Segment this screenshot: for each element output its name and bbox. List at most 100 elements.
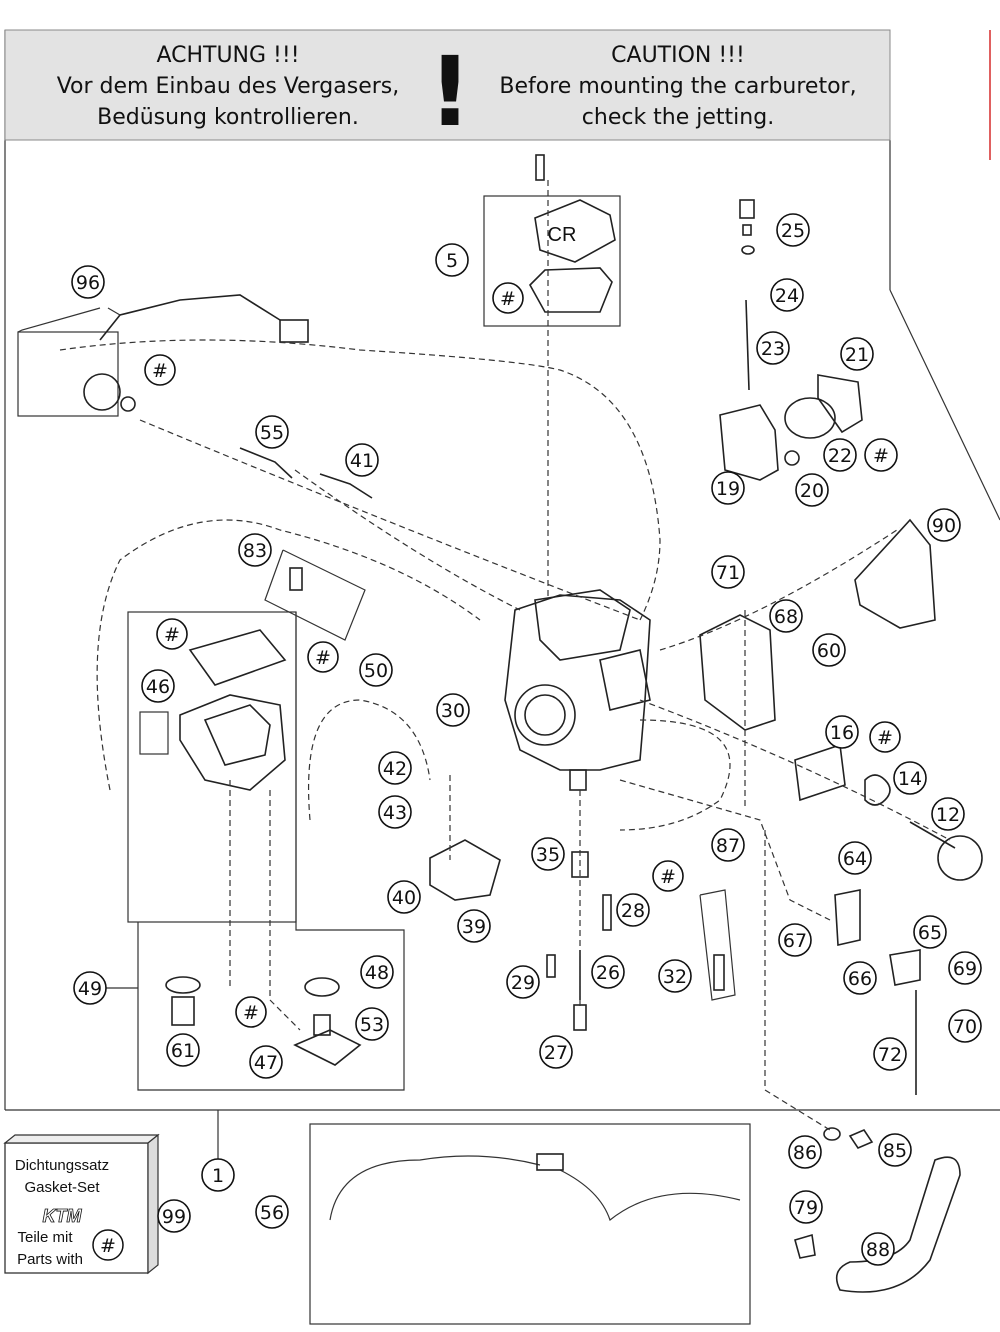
callout-circle xyxy=(864,438,898,472)
callout-label: 39 xyxy=(462,916,486,938)
callout-circle xyxy=(823,438,857,472)
hash-badge: # xyxy=(235,996,267,1028)
gasket-box-line1: Dichtungssatz xyxy=(15,1157,109,1174)
callout-circle xyxy=(843,961,877,995)
callout-circle xyxy=(249,1045,283,1079)
callout-69: 69 xyxy=(948,951,982,985)
callout-label: 35 xyxy=(536,844,560,866)
cover-gasket-shape xyxy=(529,267,613,313)
callout-39: 39 xyxy=(457,909,491,943)
callout-83: 83 xyxy=(238,533,272,567)
callout-66: 66 xyxy=(843,961,877,995)
callout-label: 19 xyxy=(716,478,740,500)
throttle-shaft-12 xyxy=(909,821,956,849)
callout-circle xyxy=(778,923,812,957)
linkage-axis xyxy=(619,779,831,921)
screw-46-box xyxy=(139,711,169,755)
carb-bowl-mount xyxy=(569,769,587,791)
callout-label: 49 xyxy=(78,978,102,1000)
lower-hose-clip xyxy=(536,1153,564,1171)
callout-29: 29 xyxy=(506,965,540,999)
callout-label: 28 xyxy=(621,900,645,922)
gasket-box-hash-badge xyxy=(92,1229,124,1261)
bowl-gasket-shape xyxy=(188,629,287,686)
callout-label: 64 xyxy=(843,848,867,870)
hash-badge: # xyxy=(307,641,339,673)
sensor-cable-96 xyxy=(99,294,281,341)
hose-main xyxy=(59,339,661,621)
bolt-85 xyxy=(848,1129,874,1149)
callout-circle xyxy=(166,1033,200,1067)
callout-86: 86 xyxy=(788,1135,822,1169)
diaphragm-22 xyxy=(784,397,836,439)
rod-23 xyxy=(745,299,750,391)
callout-circle xyxy=(378,751,412,785)
callout-circle xyxy=(345,443,379,477)
callout-42: 42 xyxy=(378,751,412,785)
callout-96: 96 xyxy=(71,265,105,299)
jet-28 xyxy=(602,894,612,931)
callout-label: 12 xyxy=(936,804,960,826)
float-bowl-box xyxy=(127,611,297,923)
gasket-box-hash: # xyxy=(100,1235,116,1257)
callout-40: 40 xyxy=(387,880,421,914)
callout-circle xyxy=(770,278,804,312)
callout-circle xyxy=(436,693,470,727)
callout-27: 27 xyxy=(539,1035,573,1069)
sensor-connector-96 xyxy=(279,319,309,343)
callout-label: 5 xyxy=(446,250,458,272)
float-bowl-lower-box xyxy=(137,612,405,1091)
callout-circle xyxy=(769,599,803,633)
callout-circle xyxy=(873,1037,907,1071)
callout-72: 72 xyxy=(873,1037,907,1071)
callout-label: 21 xyxy=(845,344,869,366)
callout-circle xyxy=(927,508,961,542)
callout-label: 88 xyxy=(866,1239,890,1261)
cover-21 xyxy=(817,374,863,434)
drain-axis xyxy=(764,830,831,1131)
callout-71: 71 xyxy=(711,555,745,589)
sensor-oring xyxy=(120,396,136,412)
callout-label: 85 xyxy=(883,1140,907,1162)
callout-label: 56 xyxy=(260,1202,284,1224)
callout-23: 23 xyxy=(756,331,790,365)
carburetor-body xyxy=(504,594,651,771)
carb-bore-inner xyxy=(524,694,566,736)
callout-20: 20 xyxy=(795,473,829,507)
callout-circle xyxy=(658,959,692,993)
callout-85: 85 xyxy=(878,1133,912,1167)
throttle-sensor-box xyxy=(17,331,119,417)
callout-label: 23 xyxy=(761,338,785,360)
callout-label: 60 xyxy=(817,640,841,662)
lever-67 xyxy=(834,889,861,946)
callout-41: 41 xyxy=(345,443,379,477)
hash-badge: # xyxy=(492,282,524,314)
callout-circle xyxy=(255,415,289,449)
callout-70: 70 xyxy=(948,1009,982,1043)
callout-circle xyxy=(157,1199,191,1233)
top-cover-shape xyxy=(534,199,616,263)
callout-label: 14 xyxy=(898,768,922,790)
gasket-box-top xyxy=(3,1134,160,1144)
callout-47: 47 xyxy=(249,1045,283,1079)
hash-badge-label: # xyxy=(152,360,168,382)
callout-48: 48 xyxy=(360,955,394,989)
screw-55 xyxy=(239,447,293,479)
callout-68: 68 xyxy=(769,599,803,633)
hash-badge-circle xyxy=(307,641,339,673)
callout-circle xyxy=(840,337,874,371)
oring-61 xyxy=(165,976,201,994)
callout-circle xyxy=(825,715,859,749)
callout-64: 64 xyxy=(838,841,872,875)
callout-53: 53 xyxy=(355,1007,389,1041)
drain-hose-88 xyxy=(835,1156,961,1293)
fitting-83 xyxy=(289,567,303,591)
callout-label: 26 xyxy=(596,962,620,984)
callout-circle xyxy=(531,837,565,871)
callout-22: 22 xyxy=(823,438,857,472)
callout-49: 49 xyxy=(73,971,107,1005)
hash-badge-circle xyxy=(652,860,684,892)
callout-circle xyxy=(539,1035,573,1069)
callout-32: 32 xyxy=(658,959,692,993)
callout-circle xyxy=(238,533,272,567)
